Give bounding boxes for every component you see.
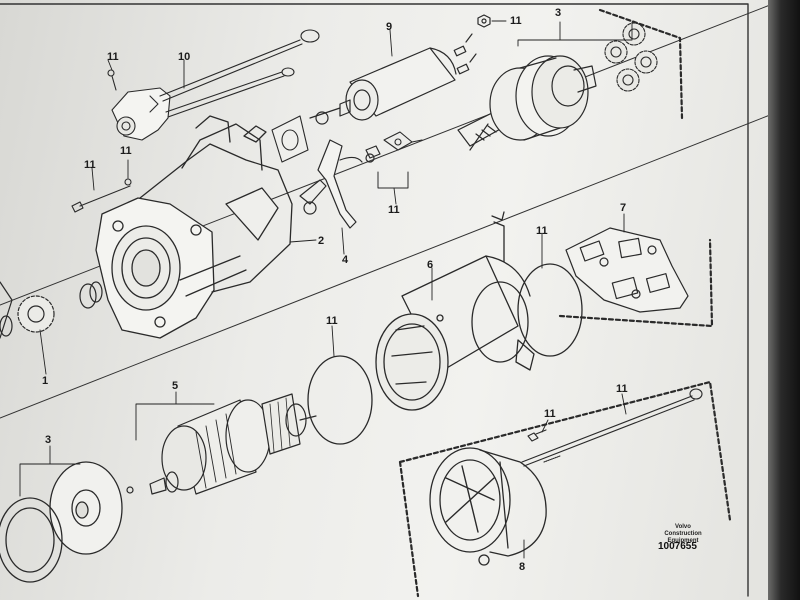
callout-5-armature: 5: [172, 380, 179, 392]
part-long-bolt-left: [71, 178, 132, 213]
part-long-bolt-right: [521, 388, 703, 467]
part-armature: [126, 393, 317, 495]
part-lever-fork: [299, 139, 381, 229]
callout-9-solenoid: 9: [386, 21, 393, 33]
callout-11-long-bolt: 11: [616, 383, 628, 395]
part-brush-holder: [565, 227, 689, 313]
part-drive-assembly-top: [457, 55, 597, 151]
part-pin-set: [377, 131, 423, 189]
part-solenoid: [309, 33, 477, 125]
callout-11-nut: 11: [510, 15, 522, 27]
brand-line-1: Volvo Construction: [664, 524, 702, 537]
callout-leaders: [19, 20, 633, 559]
dashed-bracket-cover: [398, 380, 732, 598]
part-o-ring-left: [307, 355, 373, 445]
callout-11-pins: 11: [388, 204, 400, 216]
callout-10-bracket: 10: [178, 51, 191, 63]
callout-8-end-cover: 8: [519, 561, 526, 573]
part-gasket-flange: [271, 115, 309, 163]
part-starter-housing: [95, 115, 293, 339]
callout-7-brush-holder: 7: [620, 202, 627, 214]
callout-11-o-ring-right: 11: [536, 225, 548, 237]
callout-4-lever: 4: [342, 254, 349, 266]
monitor-bezel: [768, 0, 800, 600]
part-pinion-gear: [0, 281, 103, 339]
callout-11-bolt: 11: [84, 159, 96, 171]
part-end-cover: [429, 447, 547, 566]
callout-11-screw: 11: [544, 408, 556, 420]
callout-3-plate: 3: [45, 434, 52, 446]
part-bearing-plate: [0, 461, 123, 583]
brand-block: Volvo Construction Equipment: [656, 524, 710, 545]
part-nut-top: [477, 14, 491, 28]
callout-6-field-housing: 6: [427, 259, 434, 271]
sheet-border: [0, 3, 749, 597]
callout-1-pinion: 1: [42, 375, 49, 387]
part-bracket-rod: [107, 29, 320, 141]
brand-line-2: Equipment: [667, 538, 699, 544]
part-field-housing: [375, 211, 535, 411]
callout-2-housing: 2: [318, 235, 325, 247]
callout-11-o-ring-left: 11: [326, 315, 338, 327]
callout-11-bracket-bolt: 11: [107, 51, 119, 63]
dashed-bracket-gears: [598, 8, 684, 120]
part-o-ring-right: [517, 263, 583, 357]
callout-11-washer: 11: [120, 145, 132, 157]
callout-3-drive: 3: [555, 7, 562, 19]
part-planet-gears: [604, 22, 658, 92]
dashed-bracket-brush: [558, 238, 714, 328]
document-number: 1007655: [658, 541, 697, 552]
section-divider-upper: [0, 114, 771, 419]
